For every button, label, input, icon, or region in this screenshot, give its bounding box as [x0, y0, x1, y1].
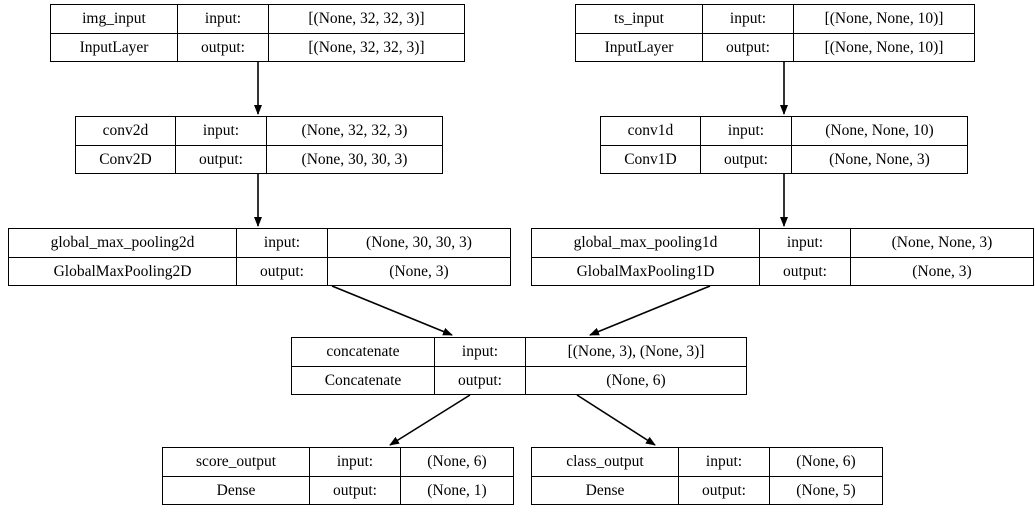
input-label: input: [310, 448, 401, 476]
layer-type-label: GlobalMaxPooling2D [9, 257, 237, 285]
input-label: input: [435, 338, 526, 366]
output-shape-value: [(None, 32, 32, 3)] [308, 38, 425, 56]
input-shape-value: (None, 6) [427, 453, 487, 470]
output-shape-value: [(None, None, 10)] [824, 38, 944, 56]
input-label: input: [176, 117, 267, 145]
input-label: input: [701, 117, 792, 145]
layer-name-label: conv1d [601, 117, 701, 145]
output-shape-value: (None, 1) [427, 481, 487, 499]
input-label: input: [237, 229, 328, 257]
layer-name-label: score_output [163, 448, 310, 476]
input-label: input: [679, 448, 770, 476]
output-shape-value: (None, 6) [606, 371, 666, 389]
output-label: output: [237, 257, 328, 285]
layer-name-label: ts_input [576, 5, 703, 33]
input-label: input: [703, 5, 794, 33]
output-shape-value: (None, 3) [389, 262, 449, 280]
layer-name-label: global_max_pooling1d [532, 229, 760, 257]
input-shape-value: [(None, None, 10)] [824, 10, 944, 27]
layer-name-label: global_max_pooling2d [9, 229, 237, 257]
input-shape-value: (None, None, 3) [891, 234, 993, 251]
input-shape-value: (None, 6) [796, 453, 856, 470]
input-shape-value: [(None, 3), (None, 3)] [567, 343, 705, 360]
layer-type-label: Conv2D [76, 145, 176, 173]
output-label: output: [176, 145, 267, 173]
input-shape-value: (None, 32, 32, 3) [301, 122, 408, 139]
input-shape-value: [(None, 32, 32, 3)] [308, 10, 425, 27]
output-shape-value: (None, None, 3) [829, 150, 930, 168]
edge-concatenate-score_output [389, 394, 471, 446]
input-shape-value: (None, None, 10) [825, 122, 934, 139]
output-shape-value: (None, 3) [912, 262, 972, 280]
layer-type-label: Concatenate [292, 366, 435, 394]
edge-global_max_pooling1d-concatenate [589, 285, 711, 336]
output-label: output: [435, 366, 526, 394]
layer-name-label: img_input [51, 5, 178, 33]
layer-type-label: Dense [532, 476, 679, 504]
output-label: output: [760, 257, 851, 285]
input-label: input: [178, 5, 269, 33]
output-shape-value: (None, 30, 30, 3) [301, 150, 408, 168]
layer-type-label: InputLayer [51, 33, 178, 61]
layer-name-label: concatenate [292, 338, 435, 366]
output-label: output: [703, 33, 794, 61]
layer-type-label: Dense [163, 476, 310, 504]
layer-type-label: GlobalMaxPooling1D [532, 257, 760, 285]
layer-name-label: conv2d [76, 117, 176, 145]
layer-type-label: InputLayer [576, 33, 703, 61]
edge-global_max_pooling2d-concatenate [331, 285, 453, 336]
layer-type-label: Conv1D [601, 145, 701, 173]
output-label: output: [701, 145, 792, 173]
output-shape-value: (None, 5) [796, 481, 856, 499]
layer-name-label: class_output [532, 448, 679, 476]
edge-concatenate-class_output [576, 394, 656, 446]
output-label: output: [310, 476, 401, 504]
output-label: output: [178, 33, 269, 61]
input-label: input: [760, 229, 851, 257]
input-shape-value: (None, 30, 30, 3) [366, 234, 472, 251]
output-label: output: [679, 476, 770, 504]
